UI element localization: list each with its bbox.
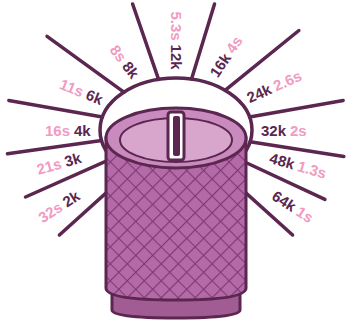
time-value: 32s [35,199,64,225]
dial-label: 8s8k [108,42,142,81]
dial-label: 5.3s 12k [169,11,184,69]
rate-value: 8k [120,59,142,81]
time-value: 21s [35,156,63,177]
dial-label: 32k 2s [261,123,307,138]
knob [106,108,246,318]
rate-value: 2k [60,187,82,209]
tick-line [250,142,344,157]
time-value: 1s [294,203,316,225]
tick-line [47,36,124,92]
tick-line [7,140,101,153]
rate-value: 4k [74,123,91,138]
time-value: 4s [223,33,245,55]
rate-value: 16k [207,50,233,79]
tick-line [250,101,344,117]
time-value: 5.3s [169,11,184,40]
dial-label: 24k2.6s [245,67,304,104]
dial-label: 16s 4k [45,123,91,138]
rate-value: 12k [169,44,184,69]
rate-value: 24k [245,81,274,105]
time-value: 16s [45,123,70,138]
dial-label: 16k4s [207,33,245,79]
rate-value: 6k [84,87,105,107]
rate-value: 64k [270,187,299,213]
time-value: 11s [58,76,86,99]
tick-line [9,101,103,117]
dial-label: 11s6k [58,76,105,107]
rate-value: 3k [63,150,83,169]
rate-value: 32k [261,123,286,138]
time-value: 2s [290,123,307,138]
rate-value: 48k [269,150,297,171]
time-value: 2.6s [271,67,304,93]
time-value: 1.3s [296,158,328,180]
